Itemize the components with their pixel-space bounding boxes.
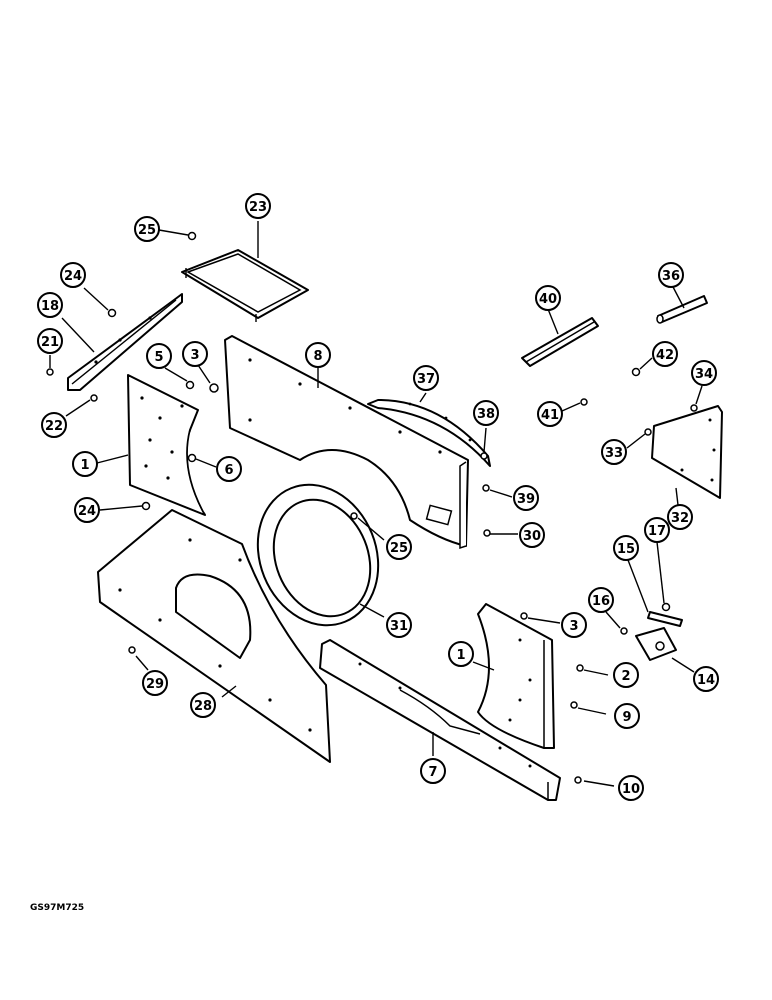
callout-33-label: 33 (605, 446, 623, 461)
callout-34: 34 (691, 360, 717, 386)
callout-5-label: 5 (154, 350, 163, 365)
part-1-left-plate (127, 374, 206, 516)
callout-24b: 24 (74, 497, 100, 523)
callout-24a-label: 24 (64, 269, 82, 284)
callout-3a-label: 3 (190, 348, 199, 363)
callout-10: 10 (618, 775, 644, 801)
callout-40-label: 40 (539, 292, 557, 307)
callout-5: 5 (146, 343, 172, 369)
part-7-bottom-channel (319, 639, 561, 801)
callout-10-label: 10 (622, 782, 640, 797)
callout-29-label: 29 (146, 677, 164, 692)
callout-23-label: 23 (249, 200, 267, 215)
callout-25b-label: 25 (390, 541, 408, 556)
callout-38: 38 (473, 400, 499, 426)
callout-21: 21 (37, 328, 63, 354)
callout-16: 16 (588, 587, 614, 613)
callout-42-label: 42 (656, 348, 674, 363)
callout-32: 32 (667, 504, 693, 530)
callout-1b-label: 1 (456, 648, 465, 663)
leader-lines (49, 221, 703, 787)
drawing-code: GS97M725 (30, 903, 85, 913)
callout-14: 14 (693, 666, 719, 692)
callout-15-label: 15 (617, 542, 635, 557)
callout-8-label: 8 (313, 349, 322, 364)
callout-36-label: 36 (662, 269, 680, 284)
callout-38-label: 38 (477, 407, 495, 422)
callouts: 25 23 24 18 21 22 5 3 8 37 40 36 42 34 3… (37, 193, 719, 801)
callout-17: 17 (644, 517, 670, 543)
part-18-bracket (67, 293, 183, 391)
callout-33: 33 (601, 439, 627, 465)
callout-3a: 3 (182, 341, 208, 367)
callout-25a-label: 25 (138, 223, 156, 238)
callout-7-label: 7 (428, 765, 437, 780)
callout-31: 31 (386, 612, 412, 638)
callout-18: 18 (37, 292, 63, 318)
callout-31-label: 31 (390, 619, 408, 634)
callout-1b: 1 (448, 641, 474, 667)
callout-7: 7 (420, 758, 446, 784)
callout-41: 41 (537, 401, 563, 427)
callout-30-label: 30 (523, 529, 541, 544)
callout-23: 23 (245, 193, 271, 219)
callout-16-label: 16 (592, 594, 610, 609)
callout-25b: 25 (386, 534, 412, 560)
callout-15: 15 (613, 535, 639, 561)
callout-25a: 25 (134, 216, 160, 242)
callout-1a: 1 (72, 451, 98, 477)
callout-40: 40 (535, 285, 561, 311)
callout-9: 9 (614, 703, 640, 729)
part-23-top-cover (181, 249, 309, 322)
callout-24a: 24 (60, 262, 86, 288)
callout-17-label: 17 (648, 524, 666, 539)
callout-37: 37 (413, 365, 439, 391)
callout-37-label: 37 (417, 372, 435, 387)
part-8-main-panel (224, 335, 469, 550)
callout-6-label: 6 (224, 463, 233, 478)
callout-1a-label: 1 (80, 458, 89, 473)
callout-30: 30 (519, 522, 545, 548)
callout-28: 28 (190, 692, 216, 718)
callout-24b-label: 24 (78, 504, 96, 519)
part-1-right-plate (477, 603, 555, 749)
callout-34-label: 34 (695, 367, 713, 382)
callout-14-label: 14 (697, 673, 715, 688)
callout-36: 36 (658, 262, 684, 288)
part-28-large-plate (97, 509, 331, 763)
callout-22: 22 (41, 412, 67, 438)
callout-39-label: 39 (517, 492, 535, 507)
callout-8: 8 (305, 342, 331, 368)
callout-22-label: 22 (45, 419, 63, 434)
callout-29: 29 (142, 670, 168, 696)
callout-3b-label: 3 (569, 619, 578, 634)
callout-2: 2 (613, 662, 639, 688)
part-14-plate (635, 627, 677, 661)
callout-21-label: 21 (41, 335, 59, 350)
callout-41-label: 41 (541, 408, 559, 423)
part-37-arc-strip (367, 399, 491, 467)
callout-32-label: 32 (671, 511, 689, 526)
callout-42: 42 (652, 341, 678, 367)
part-36-rod (656, 295, 708, 324)
callout-6: 6 (216, 456, 242, 482)
callout-3b: 3 (561, 612, 587, 638)
part-31-ring (256, 483, 380, 627)
callout-39: 39 (513, 485, 539, 511)
part-32-triangle-plate (651, 405, 723, 499)
callout-9-label: 9 (622, 710, 631, 725)
callout-28-label: 28 (194, 699, 212, 714)
part-40-bar (521, 317, 599, 367)
callout-18-label: 18 (41, 299, 59, 314)
callout-2-label: 2 (621, 669, 630, 684)
hardware-fasteners (46, 231, 698, 784)
part-17-strip (647, 611, 683, 627)
